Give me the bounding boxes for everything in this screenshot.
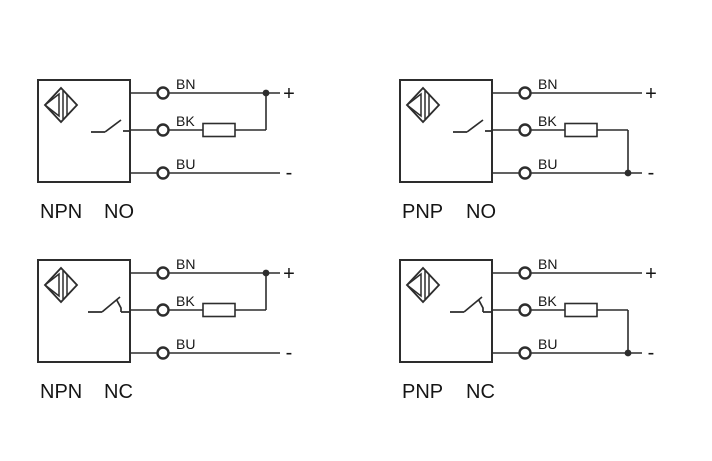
- minus-sign: -: [648, 162, 655, 184]
- diagram-transistor-type-label: NPN: [40, 201, 82, 223]
- load-resistor: [564, 122, 598, 138]
- junction-dot: [262, 89, 270, 97]
- diagram-transistor-type-label: PNP: [402, 201, 443, 223]
- wire-label-bn: BN: [538, 76, 557, 92]
- terminal-bn: [518, 86, 532, 100]
- junction-dot: [262, 269, 270, 277]
- diagram-contact-type-label: NO: [466, 201, 496, 223]
- junction-dot: [624, 349, 632, 357]
- terminal-bn: [156, 266, 170, 280]
- terminal-bk: [518, 303, 532, 317]
- sensor-symbol-diamond-icon: [405, 86, 441, 124]
- terminal-bu: [156, 346, 170, 360]
- diagram-pnp-nc: BN BK BU + - PNP NC: [392, 238, 712, 418]
- sensor-symbol-diamond-icon: [43, 266, 79, 304]
- plus-sign: +: [283, 263, 295, 285]
- wire-label-bu: BU: [538, 336, 557, 352]
- wire-label-bn: BN: [538, 256, 557, 272]
- sensor-symbol-diamond-icon: [43, 86, 79, 124]
- diagram-contact-type-label: NC: [104, 381, 133, 403]
- minus-sign: -: [648, 342, 655, 364]
- plus-sign: +: [283, 83, 295, 105]
- plus-sign: +: [645, 83, 657, 105]
- wire-label-bu: BU: [538, 156, 557, 172]
- terminal-bk: [156, 123, 170, 137]
- diagram-contact-type-label: NC: [466, 381, 495, 403]
- terminal-bu: [518, 346, 532, 360]
- wire-label-bn: BN: [176, 76, 195, 92]
- wire-label-bu: BU: [176, 156, 195, 172]
- diagram-graphics: [399, 259, 642, 363]
- normally-open-switch-icon: [453, 119, 491, 133]
- sensor-symbol-diamond-icon: [405, 266, 441, 304]
- terminal-bu: [518, 166, 532, 180]
- load-resistor: [564, 302, 598, 318]
- diagram-graphics: [37, 259, 280, 363]
- diagram-graphics: [399, 79, 642, 183]
- wire-label-bk: BK: [538, 293, 557, 309]
- diagram-graphics: [37, 79, 280, 183]
- wire-label-bn: BN: [176, 256, 195, 272]
- normally-closed-switch-icon: [450, 296, 492, 313]
- minus-sign: -: [286, 162, 293, 184]
- plus-sign: +: [645, 263, 657, 285]
- diagram-npn-nc: BN BK BU + - NPN NC: [30, 238, 350, 418]
- wire-label-bu: BU: [176, 336, 195, 352]
- wire-label-bk: BK: [538, 113, 557, 129]
- diagram-npn-no: BN BK BU + - NPN NO: [30, 58, 350, 238]
- terminal-bk: [156, 303, 170, 317]
- load-resistor: [202, 122, 236, 138]
- terminal-bn: [156, 86, 170, 100]
- minus-sign: -: [286, 342, 293, 364]
- sensor-body: [399, 79, 493, 183]
- sensor-body: [37, 259, 131, 363]
- normally-closed-switch-icon: [88, 296, 130, 313]
- terminal-bn: [518, 266, 532, 280]
- normally-open-switch-icon: [91, 119, 129, 133]
- wire-label-bk: BK: [176, 113, 195, 129]
- diagram-pnp-no: BN BK BU + - PNP NO: [392, 58, 712, 238]
- wire-label-bk: BK: [176, 293, 195, 309]
- sensor-body: [399, 259, 493, 363]
- diagram-contact-type-label: NO: [104, 201, 134, 223]
- load-resistor: [202, 302, 236, 318]
- terminal-bu: [156, 166, 170, 180]
- diagram-transistor-type-label: NPN: [40, 381, 82, 403]
- diagram-transistor-type-label: PNP: [402, 381, 443, 403]
- terminal-bk: [518, 123, 532, 137]
- junction-dot: [624, 169, 632, 177]
- sensor-body: [37, 79, 131, 183]
